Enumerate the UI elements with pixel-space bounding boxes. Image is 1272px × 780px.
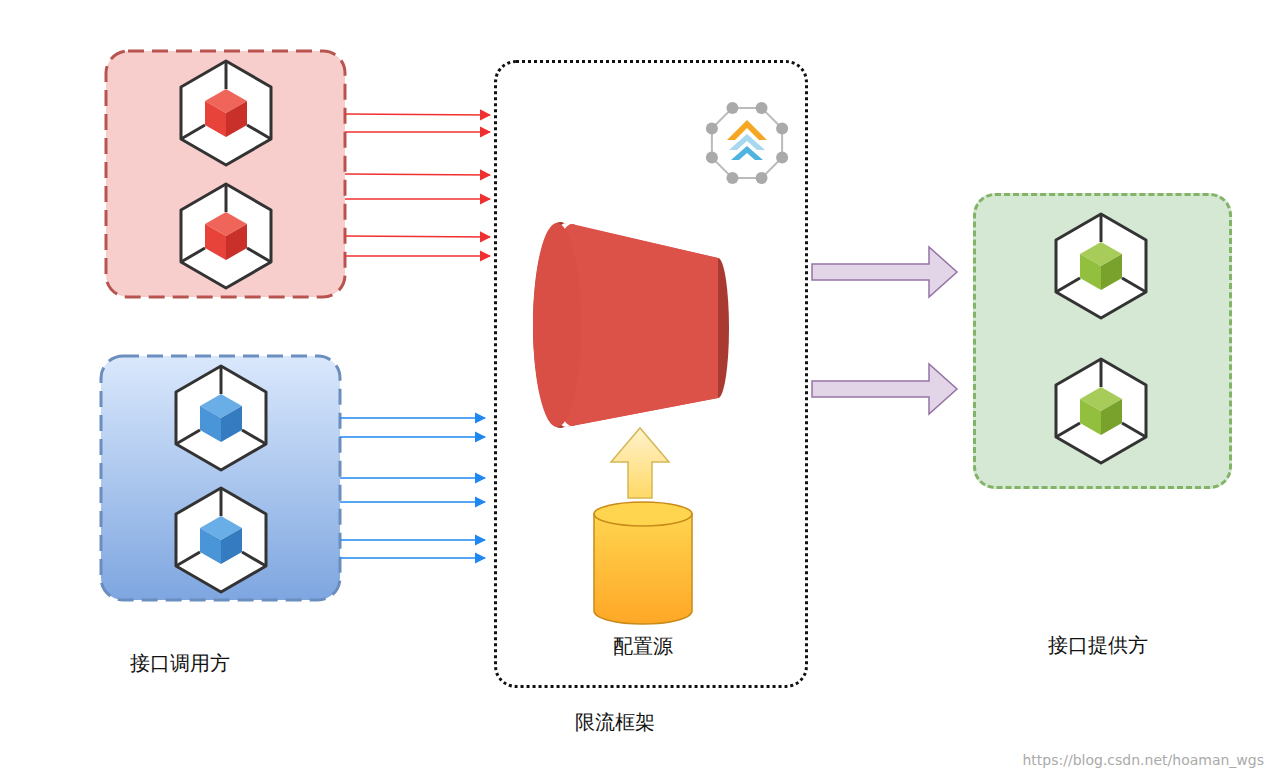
flow-arrow bbox=[812, 247, 957, 297]
provider-group: 接口提供方 bbox=[973, 193, 1232, 489]
node-label: 配置源 bbox=[613, 633, 673, 660]
flow-arrow bbox=[812, 364, 957, 414]
load-arrow bbox=[611, 428, 669, 498]
node-label: 限流框架 bbox=[575, 709, 655, 736]
service-icons bbox=[176, 61, 271, 592]
cylinder-shape bbox=[593, 501, 693, 627]
group-label: 接口调用方 bbox=[130, 650, 230, 677]
bucket bbox=[533, 222, 729, 428]
framework-box: 限流框架配置源 bbox=[494, 60, 808, 688]
service-icons bbox=[976, 196, 1229, 486]
watermark: https://blog.csdn.net/hoaman_wgs bbox=[1023, 752, 1265, 768]
framework-logo bbox=[706, 102, 788, 184]
config-cylinder: 配置源 bbox=[593, 501, 693, 627]
caller-group bbox=[106, 51, 345, 297]
request-arrows bbox=[340, 114, 490, 558]
node-label: 接口提供方 bbox=[1048, 632, 1148, 659]
caller-group bbox=[101, 356, 340, 600]
